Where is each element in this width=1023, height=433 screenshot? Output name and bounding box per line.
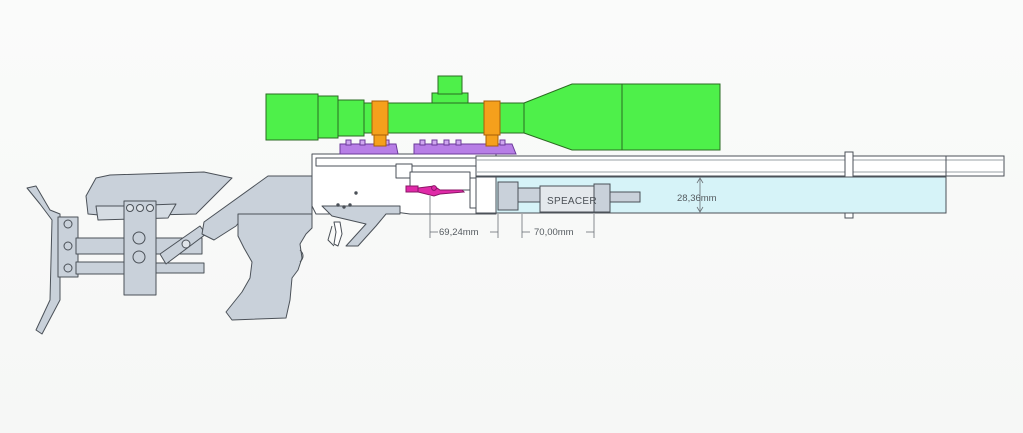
- pin: [348, 203, 352, 207]
- dim-diameter-label: 28,36mm: [677, 193, 717, 204]
- scope-rings: [371, 100, 501, 147]
- adjuster-screw: [126, 204, 134, 212]
- trigger-blade: [327, 225, 335, 247]
- cheek-piece: [85, 171, 233, 217]
- valve-stem: [517, 187, 541, 203]
- valve-block: [497, 181, 519, 211]
- trigger-housing: [321, 205, 401, 247]
- spacer-block: [539, 185, 595, 213]
- grip-finger-groove: [299, 249, 304, 263]
- pin: [354, 191, 358, 195]
- loading-lever: [405, 185, 466, 197]
- bracket-bolt: [63, 263, 73, 273]
- scope: [265, 75, 721, 151]
- scope-ring-front: [483, 100, 501, 136]
- spacer-label: SPEACER: [547, 196, 597, 207]
- scope-ring-front-base: [485, 134, 499, 147]
- buttstock: [26, 171, 233, 335]
- stock-rod-upper: [75, 237, 125, 255]
- scope-power-ring: [337, 99, 365, 137]
- length-dimensions: 69,24mm 70,00mm: [429, 196, 595, 238]
- pistol-grip: [225, 213, 313, 321]
- dim-right-label: 70,00mm: [534, 227, 574, 238]
- bolt-slot: [409, 171, 471, 191]
- scope-ring-rear: [371, 100, 389, 136]
- stock-rod-lower: [75, 261, 125, 275]
- pin: [336, 203, 340, 207]
- scope-eyepiece-ring: [317, 95, 339, 139]
- trigger: [333, 221, 343, 247]
- cheek-adjuster-block: [123, 200, 157, 296]
- scope-turret: [437, 75, 463, 95]
- adjuster-knob: [132, 231, 146, 245]
- adjuster-screw: [136, 204, 144, 212]
- adjuster-screw: [146, 204, 154, 212]
- diameter-dimension: 28,36mm: [677, 177, 717, 213]
- bracket-bolt: [63, 241, 73, 251]
- stock: [201, 175, 313, 321]
- bracket-bolt: [63, 219, 73, 229]
- link-pivot: [181, 239, 191, 249]
- spacer-rod: [609, 191, 641, 203]
- scope-ring-rear-base: [373, 134, 387, 147]
- pin: [342, 205, 346, 209]
- dim-left-label: 69,24mm: [439, 227, 479, 238]
- air-cylinder: SPEACER: [475, 176, 947, 214]
- stock-rod-mid-lower: [155, 262, 205, 274]
- scope-eyepiece: [265, 93, 319, 141]
- bolt-window: [395, 163, 413, 179]
- butt-plate: [26, 185, 61, 335]
- barrel-shroud: [475, 155, 1005, 177]
- cylinder-cap: [475, 176, 497, 214]
- adjuster-knob: [132, 250, 146, 264]
